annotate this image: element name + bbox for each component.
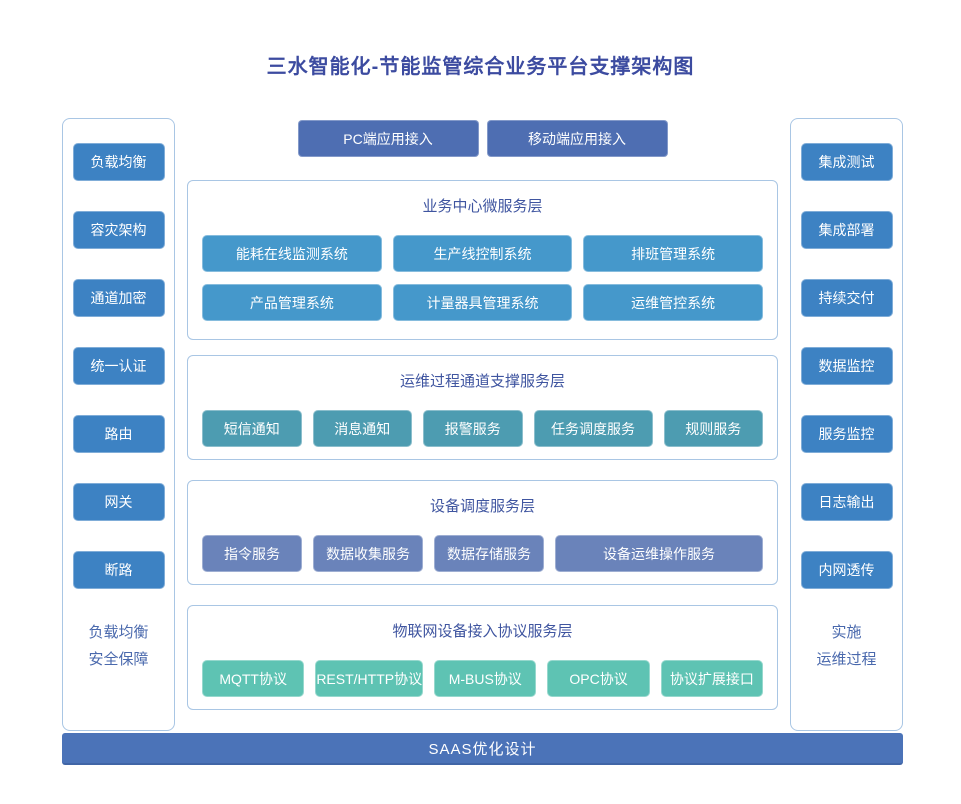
- page-title: 三水智能化-节能监管综合业务平台支撑架构图: [266, 56, 695, 78]
- layer-title: 运维过程通道支撑服务层: [399, 373, 565, 390]
- right-panel-caption-line: 实施: [831, 624, 862, 641]
- diagram-body: 负载均衡容灾架构通道加密统一认证路由网关断路负载均衡安全保障 PC端应用接入移动…: [62, 118, 903, 731]
- layer-section: 设备调度服务层指令服务数据收集服务数据存储服务设备运维操作服务: [187, 480, 778, 585]
- service-box: 协议扩展接口: [660, 660, 764, 697]
- left-panel-item: 负载均衡: [72, 143, 165, 181]
- service-box: 报警服务: [423, 410, 523, 447]
- main-column: PC端应用接入移动端应用接入 业务中心微服务层能耗在线监测系统生产线控制系统排班…: [187, 118, 778, 731]
- right-panel-item: 集成测试: [800, 143, 893, 181]
- left-panel-item: 通道加密: [72, 279, 165, 317]
- left-panel-caption: 负载均衡安全保障: [88, 619, 148, 673]
- layer-title: 业务中心微服务层: [422, 198, 543, 215]
- layer-section: 物联网设备接入协议服务层 MQTT协议 REST/HTTP协议 M-BUS协议 OPC协…: [187, 605, 778, 710]
- left-panel: 负载均衡容灾架构通道加密统一认证路由网关断路负载均衡安全保障: [62, 118, 175, 731]
- left-panel-caption-line: 安全保障: [88, 651, 149, 668]
- service-row: 指令服务数据收集服务数据存储服务设备运维操作服务: [202, 535, 763, 572]
- layer-section: 运维过程通道支撑服务层短信通知消息通知报警服务任务调度服务规则服务: [187, 355, 778, 460]
- service-box: 计量器具管理系统: [392, 284, 573, 321]
- right-panel-item: 持续交付: [800, 279, 893, 317]
- service-box: 数据存储服务: [434, 535, 544, 572]
- right-panel-item: 数据监控: [800, 347, 893, 385]
- left-panel-caption-line: 负载均衡: [88, 624, 149, 641]
- layer-section: 业务中心微服务层能耗在线监测系统生产线控制系统排班管理系统产品管理系统计量器具管…: [187, 180, 778, 340]
- service-box: 生产线控制系统: [392, 235, 573, 272]
- service-box: OPC协议: [547, 660, 650, 697]
- left-panel-item: 容灾架构: [72, 211, 165, 249]
- app-access-button: PC端应用接入: [297, 120, 479, 157]
- right-panel-item: 日志输出: [800, 483, 893, 521]
- saas-bar-label: SAAS优化设计: [428, 740, 537, 758]
- left-panel-item: 断路: [72, 551, 165, 589]
- service-box: 消息通知: [312, 410, 412, 447]
- service-row: MQTT协议 REST/HTTP协议 M-BUS协议 OPC协议协议扩展接口: [202, 660, 764, 697]
- service-box: REST/HTTP协议: [315, 660, 424, 697]
- service-box: M-BUS协议: [434, 660, 537, 697]
- right-panel-item: 集成部署: [800, 211, 893, 249]
- app-access-row: PC端应用接入移动端应用接入: [187, 120, 778, 157]
- right-panel-item: 内网透传: [800, 551, 893, 589]
- service-box: MQTT协议: [202, 660, 305, 697]
- layer-title: 设备调度服务层: [429, 498, 535, 515]
- right-panel-caption: 实施运维过程: [816, 619, 876, 673]
- layer-title: 物联网设备接入协议服务层: [392, 623, 573, 640]
- right-panel: 集成测试集成部署持续交付数据监控服务监控日志输出内网透传实施运维过程: [790, 118, 903, 731]
- service-box: 产品管理系统: [202, 284, 382, 321]
- service-box: 运维管控系统: [583, 284, 764, 321]
- right-panel-caption-line: 运维过程: [816, 651, 877, 668]
- right-panel-item: 服务监控: [800, 415, 893, 453]
- left-panel-item: 统一认证: [72, 347, 165, 385]
- service-box: 指令服务: [202, 535, 303, 572]
- service-box: 规则服务: [663, 410, 763, 447]
- service-box: 能耗在线监测系统: [202, 235, 382, 272]
- service-box: 任务调度服务: [533, 410, 653, 447]
- left-panel-item: 路由: [72, 415, 165, 453]
- layer-stack: 业务中心微服务层能耗在线监测系统生产线控制系统排班管理系统产品管理系统计量器具管…: [187, 180, 778, 710]
- service-box: 设备运维操作服务: [554, 535, 763, 572]
- service-row: 能耗在线监测系统生产线控制系统排班管理系统: [202, 235, 764, 272]
- service-row: 产品管理系统计量器具管理系统运维管控系统: [202, 284, 764, 321]
- app-access-button: 移动端应用接入: [486, 120, 668, 157]
- left-panel-item: 网关: [72, 483, 165, 521]
- service-row: 短信通知消息通知报警服务任务调度服务规则服务: [202, 410, 763, 447]
- service-box: 排班管理系统: [583, 235, 764, 272]
- service-box: 短信通知: [202, 410, 302, 447]
- saas-bottom-bar: SAAS优化设计: [62, 733, 903, 765]
- service-box: 数据收集服务: [313, 535, 424, 572]
